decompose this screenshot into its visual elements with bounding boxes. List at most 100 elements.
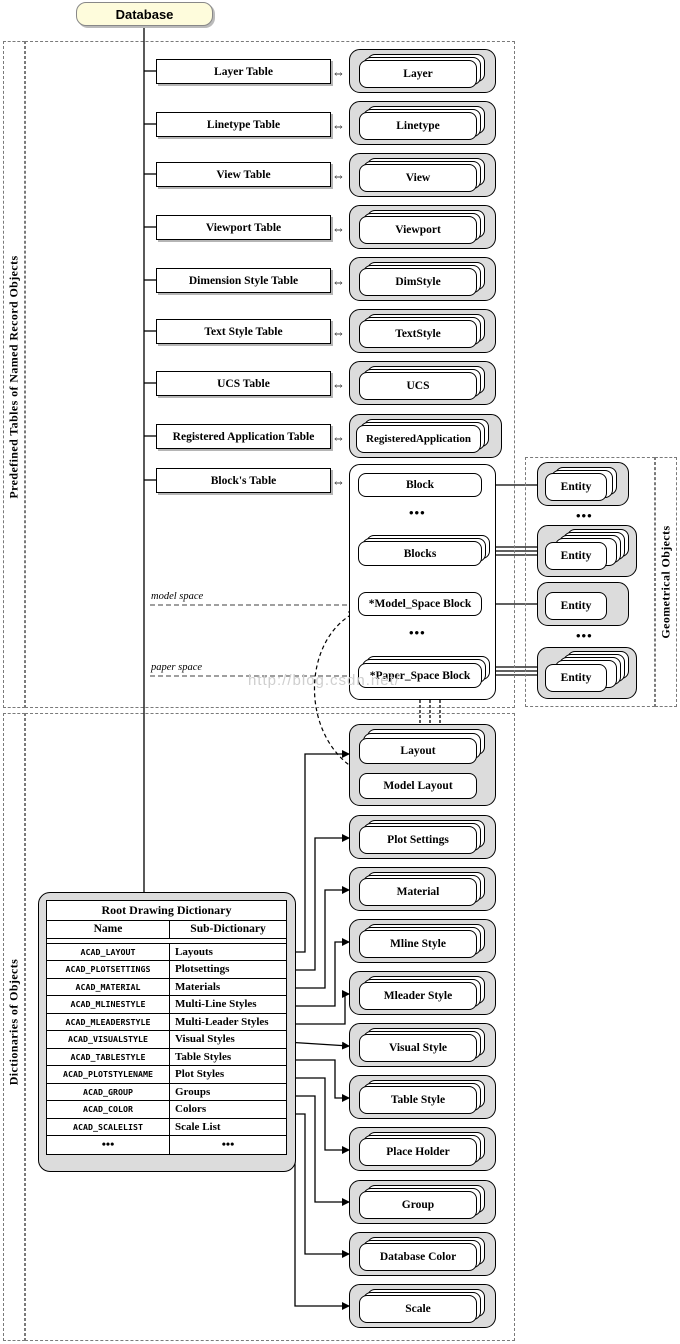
linetype-table-box: Linetype Table (156, 112, 331, 137)
dict-subdictionary: Layouts (175, 945, 213, 958)
viewport-record: Viewport (359, 216, 477, 244)
dict-key: ACAD_LAYOUT (47, 943, 170, 960)
database-title: Database (76, 2, 213, 26)
ellipsis: ••• (576, 508, 593, 523)
dictionaries-region (25, 713, 515, 1341)
ellipsis: ••• (576, 628, 593, 643)
dictionaries-label: Dictionaries of Objects (6, 958, 21, 1086)
dict-subdictionary: Visual Styles (175, 1033, 235, 1046)
table-row-ellipsis: ••• ••• (47, 1136, 286, 1154)
table-row: ACAD_LAYOUT Layouts (47, 943, 286, 961)
dict-subdictionary: Materials (175, 980, 221, 993)
ellipsis: ••• (409, 505, 426, 520)
double-arrow-icon: ⇔ (332, 118, 345, 133)
table-row: ACAD_PLOTSTYLENAME Plot Styles (47, 1066, 286, 1084)
dict-subdictionary: Groups (175, 1085, 211, 1098)
double-arrow-icon: ⇔ (332, 168, 345, 183)
layer-table-box: Layer Table (156, 59, 331, 84)
root-dictionary-table: Root Drawing Dictionary Name Sub-Diction… (46, 900, 287, 1155)
view-record: View (359, 164, 477, 192)
connector-line (286, 1095, 350, 1206)
dict-key: ACAD_MLINESTYLE (47, 996, 170, 1013)
dict-subdictionary: Plotsettings (175, 963, 230, 976)
dict-subdictionary: Table Styles (175, 1050, 232, 1063)
table-row: ACAD_VISUALSTYLE Visual Styles (47, 1031, 286, 1049)
dimension-style-table-box: Dimension Style Table (156, 268, 331, 293)
connector-line (286, 990, 350, 1025)
dict-key: ACAD_PLOTSTYLENAME (47, 1066, 170, 1083)
text-style-table-box: Text Style Table (156, 319, 331, 344)
model-space-block: *Model_Space Block (358, 592, 482, 616)
dict-key: ACAD_MLEADERSTYLE (47, 1013, 170, 1030)
dict-subdictionary: Colors (175, 1103, 207, 1116)
geometry-region (525, 457, 655, 707)
scale-record: Scale (359, 1295, 477, 1323)
table-row: ACAD_MATERIAL Materials (47, 978, 286, 996)
paper-space-label: paper space (151, 662, 203, 673)
geometry-strip (655, 457, 677, 707)
model-layout-record: Model Layout (359, 773, 477, 799)
entity-record: Entity (545, 664, 607, 692)
table-row: ACAD_TABLESTYLE Table Styles (47, 1048, 286, 1066)
registered-application-table-box: Registered Application Table (156, 424, 331, 449)
paper-space-block: *Paper_Space Block (358, 663, 482, 688)
database-color-record: Database Color (359, 1243, 477, 1271)
ellipsis: ••• (409, 625, 426, 640)
connector-line (286, 1077, 350, 1154)
connector-curve (313, 611, 361, 773)
dict-key: ACAD_SCALELIST (47, 1118, 170, 1135)
connector-line (286, 834, 350, 971)
dict-subdictionary: ••• (221, 1137, 235, 1152)
dict-subdictionary: Multi-Line Styles (175, 998, 257, 1011)
connector-line (286, 886, 350, 989)
named-records-label: Predefined Tables of Named Record Object… (6, 255, 21, 499)
entity-record: Entity (545, 592, 607, 620)
entity-record: Entity (545, 473, 607, 501)
ucs-record: UCS (359, 372, 477, 400)
table-row: ACAD_COLOR Colors (47, 1101, 286, 1119)
connector-line (286, 938, 350, 1007)
block-record: Block (358, 473, 482, 497)
dict-key: ACAD_TABLESTYLE (47, 1048, 170, 1065)
view-table-box: View Table (156, 162, 331, 187)
dimstyle-record: DimStyle (359, 268, 477, 296)
dict-key: ••• (47, 1136, 170, 1154)
block-table-box: Block's Table (156, 468, 331, 493)
linetype-record: Linetype (359, 112, 477, 140)
table-style-record: Table Style (359, 1086, 477, 1114)
watermark: http://blog.csdn.net/ (248, 672, 400, 689)
double-arrow-icon: ⇔ (332, 474, 345, 489)
table-row: ACAD_MLEADERSTYLE Multi-Leader Styles (47, 1013, 286, 1031)
dict-subdictionary: Multi-Leader Styles (175, 1015, 269, 1028)
dictionaries-strip (3, 713, 25, 1341)
name-column-header: Name (47, 921, 170, 938)
dict-subdictionary: Scale List (175, 1120, 221, 1133)
dict-key: ACAD_PLOTSETTINGS (47, 961, 170, 978)
dict-subdictionary: Plot Styles (175, 1068, 225, 1081)
entity-record: Entity (545, 542, 607, 570)
named-records-region (25, 41, 515, 708)
dict-key: ACAD_MATERIAL (47, 978, 170, 995)
double-arrow-icon: ⇔ (332, 377, 345, 392)
root-dictionary-title: Root Drawing Dictionary (47, 901, 286, 921)
subdictionary-column-header: Sub-Dictionary (190, 923, 266, 936)
viewport-table-box: Viewport Table (156, 215, 331, 240)
table-row: ACAD_SCALELIST Scale List (47, 1118, 286, 1136)
place-holder-record: Place Holder (359, 1138, 477, 1166)
double-arrow-icon: ⇔ (332, 274, 345, 289)
table-row: ACAD_PLOTSETTINGS Plotsettings (47, 961, 286, 979)
layer-record: Layer (359, 60, 477, 88)
connector-line (286, 1059, 350, 1102)
dict-key: ACAD_VISUALSTYLE (47, 1031, 170, 1048)
table-header-row: Name Sub-Dictionary (47, 921, 286, 939)
geometry-label: Geometrical Objects (658, 525, 673, 639)
mleader-style-record: Mleader Style (359, 982, 477, 1010)
double-arrow-icon: ⇔ (332, 325, 345, 340)
visual-style-record: Visual Style (359, 1034, 477, 1062)
double-arrow-icon: ⇔ (332, 65, 345, 80)
layout-record: Layout (359, 738, 477, 764)
dict-key: ACAD_COLOR (47, 1101, 170, 1118)
blocks-record: Blocks (358, 541, 482, 566)
